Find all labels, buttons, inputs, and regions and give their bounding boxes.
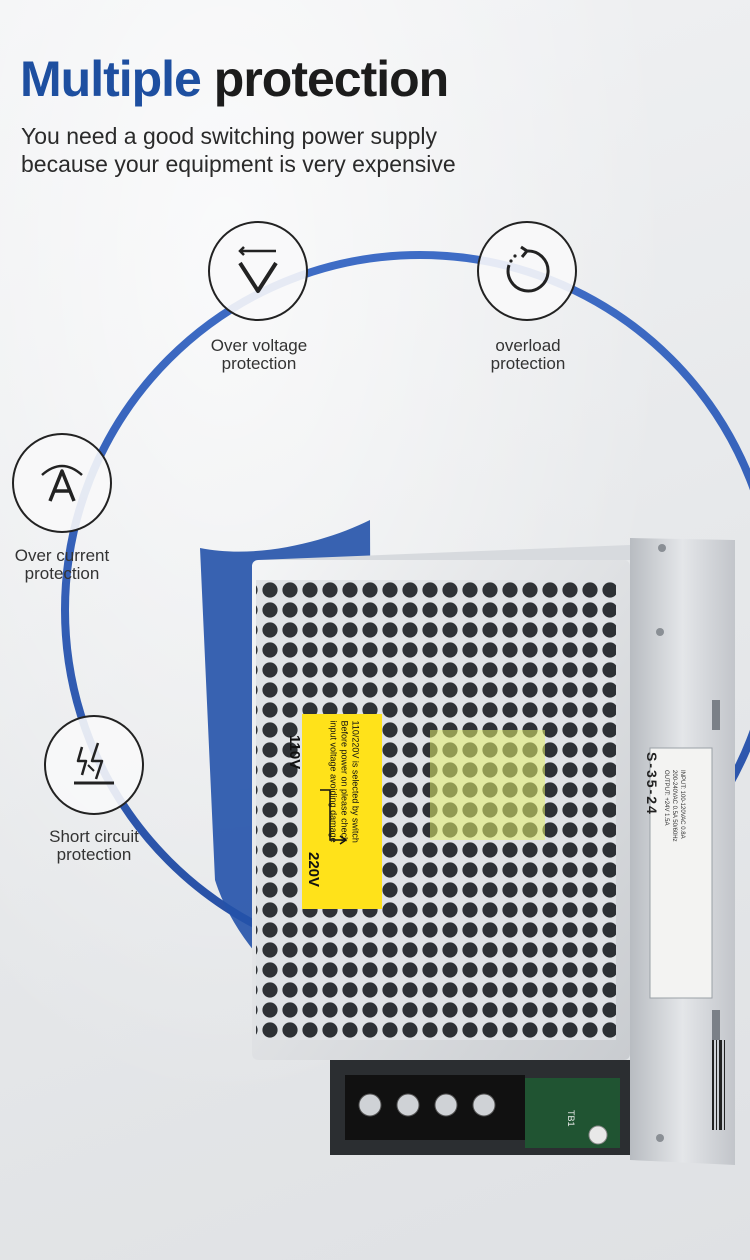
over-current-line-2: protection: [24, 564, 100, 583]
over-current-badge: [12, 433, 112, 533]
short-circuit-line-2: protection: [56, 845, 132, 864]
over-current-line-1: Over current: [14, 546, 110, 565]
page-subtitle: You need a good switching power supply b…: [21, 122, 541, 178]
short-circuit-badge: [44, 715, 144, 815]
voltage-sticker: [302, 714, 382, 909]
title-accent: Multiple: [20, 51, 202, 107]
subtitle-line-1: You need a good switching power supply: [21, 123, 437, 149]
over-voltage-badge: [208, 221, 308, 321]
over-voltage-line-2: protection: [221, 354, 297, 373]
overload-line-1: overload: [495, 336, 561, 355]
short-circuit-icon: [74, 742, 114, 785]
spec-lines: INPUT: 100-120VAC 0.8A 200-240VAC 0.5A 5…: [662, 770, 686, 842]
page-title: Multiple protection: [20, 51, 449, 107]
overload-icon: [506, 245, 550, 293]
overload-label: overload protection: [448, 337, 608, 373]
spec-line-1: INPUT: 100-120VAC 0.8A: [679, 770, 685, 839]
over-current-icon: [41, 464, 83, 502]
overload-line-2: protection: [490, 354, 566, 373]
short-circuit-label: Short circuit protection: [14, 828, 174, 864]
voltage-low-label: 110V: [286, 735, 303, 770]
over-voltage-icon: [238, 246, 278, 293]
terminal-marking: TB1: [566, 1110, 576, 1127]
overload-badge: [477, 221, 577, 321]
barcode: [712, 1040, 725, 1130]
over-voltage-line-1: Over voltage: [210, 336, 308, 355]
title-rest: protection: [213, 51, 449, 107]
label-plate: [649, 747, 713, 999]
spec-line-3: OUTPUT: +24V 1.5A: [663, 770, 669, 826]
short-circuit-line-1: Short circuit: [49, 827, 139, 846]
sticker-line-2: Before power on please check: [339, 720, 350, 842]
sticker-line-3: input voltage avoiding damage: [328, 720, 339, 843]
spec-line-2: 200-240VAC 0.5A 50/60Hz: [671, 770, 677, 842]
terminal-screws: [358, 1093, 496, 1117]
over-current-label: Over current protection: [0, 547, 142, 583]
sticker-line-1: 110/220V is selected by switch: [350, 720, 361, 843]
over-voltage-label: Over voltage protection: [179, 337, 339, 373]
voltage-high-label: 220V: [305, 852, 322, 888]
subtitle-line-2: because your equipment is very expensive: [21, 151, 456, 177]
model-number: S-35-24: [644, 752, 660, 816]
